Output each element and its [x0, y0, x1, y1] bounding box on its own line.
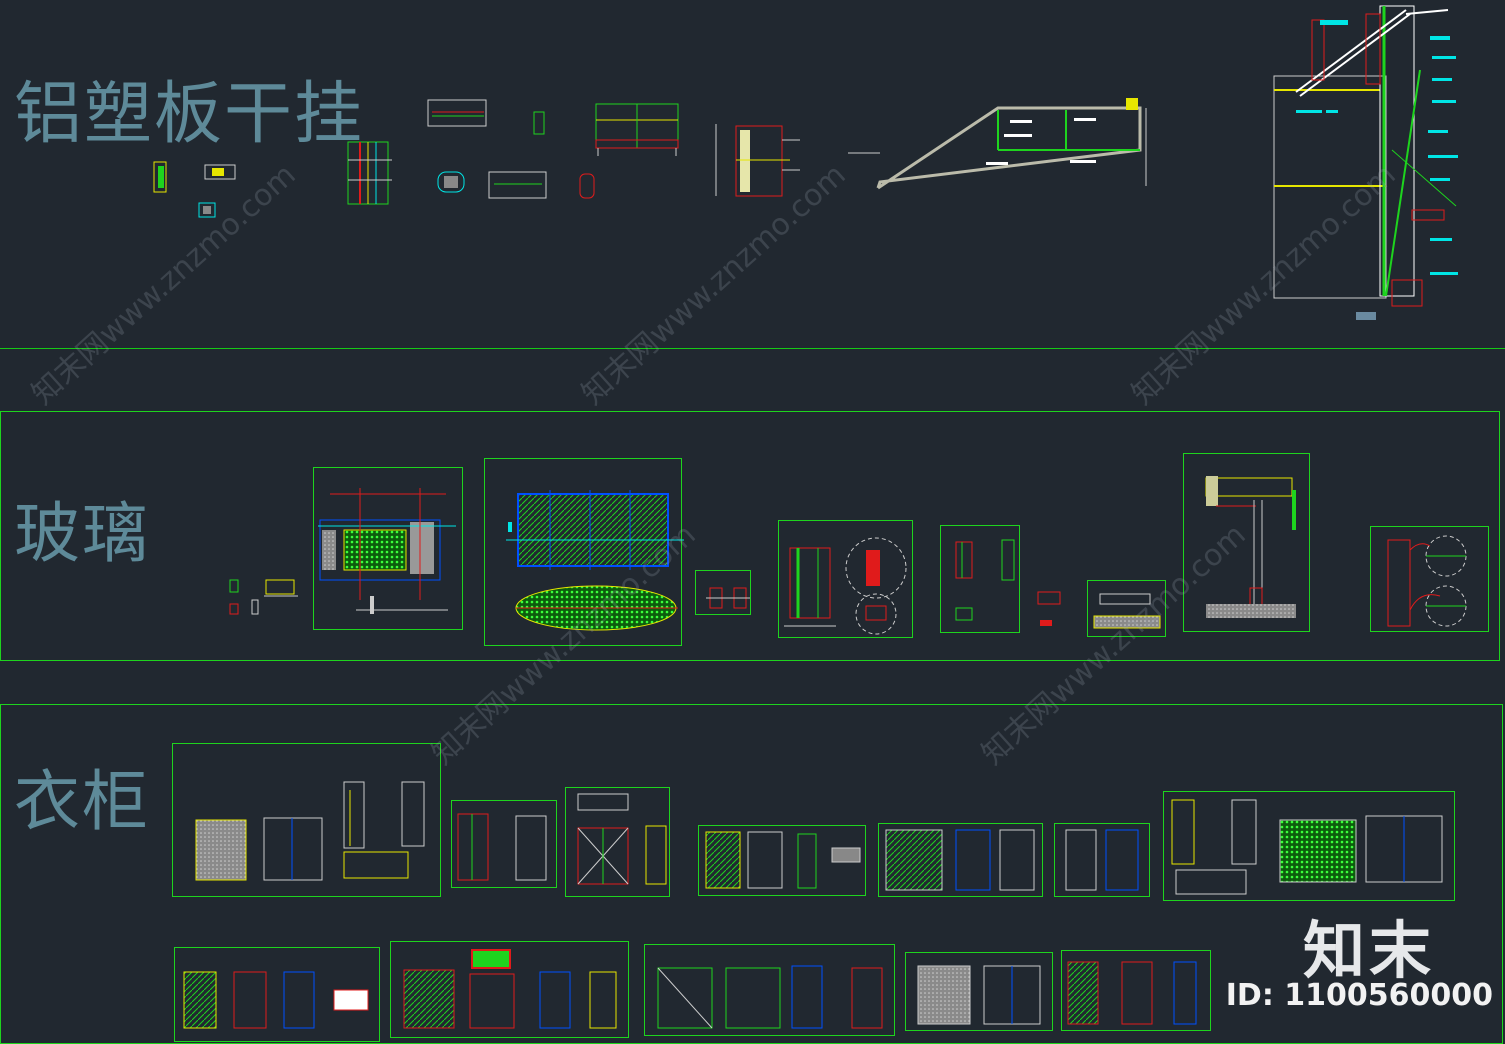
glass-drawing-frame[interactable] [1183, 453, 1310, 632]
aluminum-detail-frame [595, 103, 679, 156]
glass-section-frame [0, 411, 1500, 661]
aluminum-canopy-elevation [1273, 5, 1458, 320]
wardrobe-elevation-c [577, 793, 667, 885]
aluminum-detail-small [153, 161, 236, 218]
aluminum-detail-vertical [347, 141, 392, 205]
wardrobe-elevation-e [885, 829, 1035, 891]
glass-drawing-frame[interactable] [1370, 526, 1489, 632]
wardrobe-drawing-frame[interactable] [1061, 950, 1211, 1031]
glass-drawing-frame[interactable] [695, 570, 751, 615]
wardrobe-elevation-a [195, 781, 425, 881]
section-title-glass: 玻璃 [14, 495, 150, 572]
glass-drawing-frame[interactable] [778, 520, 913, 638]
section-title-wardrobe: 衣柜 [14, 763, 150, 840]
aluminum-detail-group [427, 99, 595, 199]
wardrobe-elevation-h [183, 971, 369, 1029]
glass-detail-hinge [1387, 535, 1467, 627]
brand-id-text: ID: 1100560000 [1225, 978, 1493, 1013]
glass-drawing-frame[interactable] [1087, 580, 1166, 637]
wardrobe-elevation-b [457, 813, 547, 881]
wardrobe-drawing-frame[interactable] [1163, 791, 1455, 901]
glass-detail-clip [706, 587, 750, 609]
glass-detail-small-b [1037, 591, 1161, 629]
glass-detail-panel-b [506, 490, 684, 631]
glass-drawing-frame[interactable] [940, 525, 1020, 633]
section-title-aluminum: 铝塑板干挂 [14, 75, 365, 154]
wardrobe-elevation-l [1067, 961, 1197, 1025]
glass-drawing-frame[interactable] [484, 458, 682, 646]
glass-detail-small [229, 579, 298, 615]
glass-detail-section [784, 537, 907, 635]
wardrobe-drawing-frame[interactable] [565, 787, 670, 897]
wardrobe-elevation-j [657, 965, 883, 1029]
glass-drawing-frame[interactable] [313, 467, 463, 630]
glass-detail-panel-a [318, 488, 456, 614]
wardrobe-drawing-frame[interactable] [644, 944, 895, 1036]
aluminum-detail-stair [848, 98, 1147, 190]
wardrobe-drawing-frame[interactable] [905, 952, 1053, 1031]
brand-logo: 知末 [1302, 914, 1435, 987]
glass-detail-canopy [1205, 476, 1296, 618]
wardrobe-elevation-k [917, 965, 1041, 1025]
aluminum-detail-corner [715, 124, 800, 197]
wardrobe-elevation-i [403, 949, 617, 1029]
separator-top [0, 348, 1505, 349]
wardrobe-elevation-g [1171, 799, 1443, 895]
wardrobe-drawing-frame[interactable] [878, 823, 1043, 897]
wardrobe-drawing-frame[interactable] [1054, 823, 1150, 897]
wardrobe-drawing-frame[interactable] [172, 743, 441, 897]
wardrobe-drawing-frame[interactable] [451, 800, 557, 888]
wardrobe-drawing-frame[interactable] [698, 825, 866, 896]
wardrobe-elevation-f [1065, 829, 1139, 891]
wardrobe-elevation-d [705, 831, 861, 889]
glass-detail-frame-pair [955, 539, 1015, 621]
